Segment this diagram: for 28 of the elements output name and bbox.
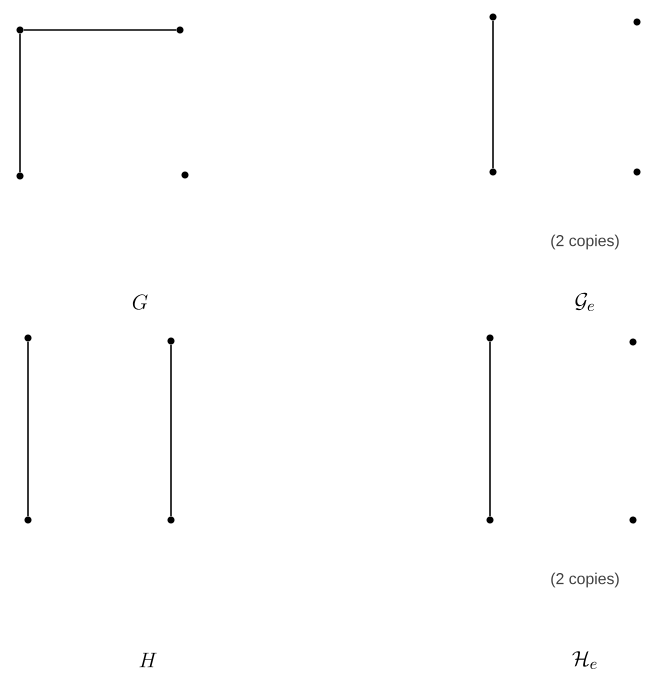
graph-label: $G$ [132, 294, 148, 310]
vertex-dot [176, 26, 184, 34]
graph-edge [492, 20, 494, 168]
vertex-dot [168, 338, 174, 344]
vertex-dot [24, 334, 32, 342]
vertex-dot [486, 516, 494, 524]
graph-edge [19, 34, 21, 172]
note-text: (2 copies) [551, 572, 619, 588]
graph-edge [27, 342, 29, 516]
graph-edge [24, 29, 176, 31]
vertex-dot [168, 516, 174, 524]
vertex-dot [486, 334, 494, 342]
graph-edge [489, 342, 491, 516]
note-text: (2 copies) [551, 234, 619, 250]
graph-label: $H$ [140, 652, 157, 668]
vertex-dot [490, 168, 496, 176]
vertex-dot [16, 26, 24, 34]
vertex-dot [182, 172, 188, 178]
graph-label: $\mathcal{G}_e$ [575, 292, 594, 311]
vertex-dot [490, 14, 496, 20]
vertex-dot [16, 172, 24, 180]
vertex-dot [630, 338, 636, 346]
vertex-dot [634, 18, 640, 26]
vertex-dot [634, 168, 640, 176]
vertex-dot [24, 516, 32, 524]
graph-edge [170, 344, 172, 516]
vertex-dot [630, 516, 636, 524]
graph-label: $\mathcal{H}_e$ [572, 651, 597, 669]
